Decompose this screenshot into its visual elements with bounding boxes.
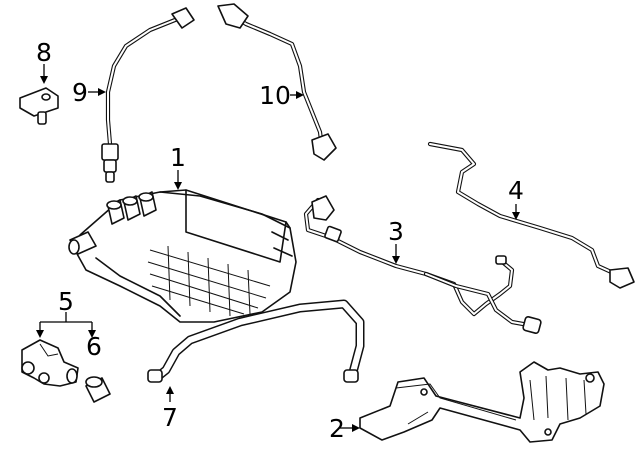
callout-5: 5 [58,287,74,316]
oxygen-sensor-upstream[interactable] [101,7,195,183]
purge-solenoid[interactable] [21,339,79,387]
vent-pipe[interactable] [427,141,635,289]
callout-8: 8 [36,38,52,67]
grommet[interactable] [85,376,111,403]
callout-6: 6 [86,332,102,361]
evap-canister[interactable] [68,189,297,323]
callout-4: 4 [508,176,524,205]
sensor-bracket[interactable] [19,87,59,125]
callout-1: 1 [170,143,186,172]
leader-lines [36,64,520,432]
vapor-line-assembly[interactable] [303,195,542,334]
oxygen-sensor-downstream[interactable] [217,3,337,161]
callout-3: 3 [388,217,404,246]
callout-10: 10 [259,81,291,110]
callout-2: 2 [329,414,345,443]
callout-7: 7 [162,403,178,432]
callout-9: 9 [72,78,88,107]
purge-hose[interactable] [147,299,365,383]
mounting-bracket[interactable] [359,361,605,443]
